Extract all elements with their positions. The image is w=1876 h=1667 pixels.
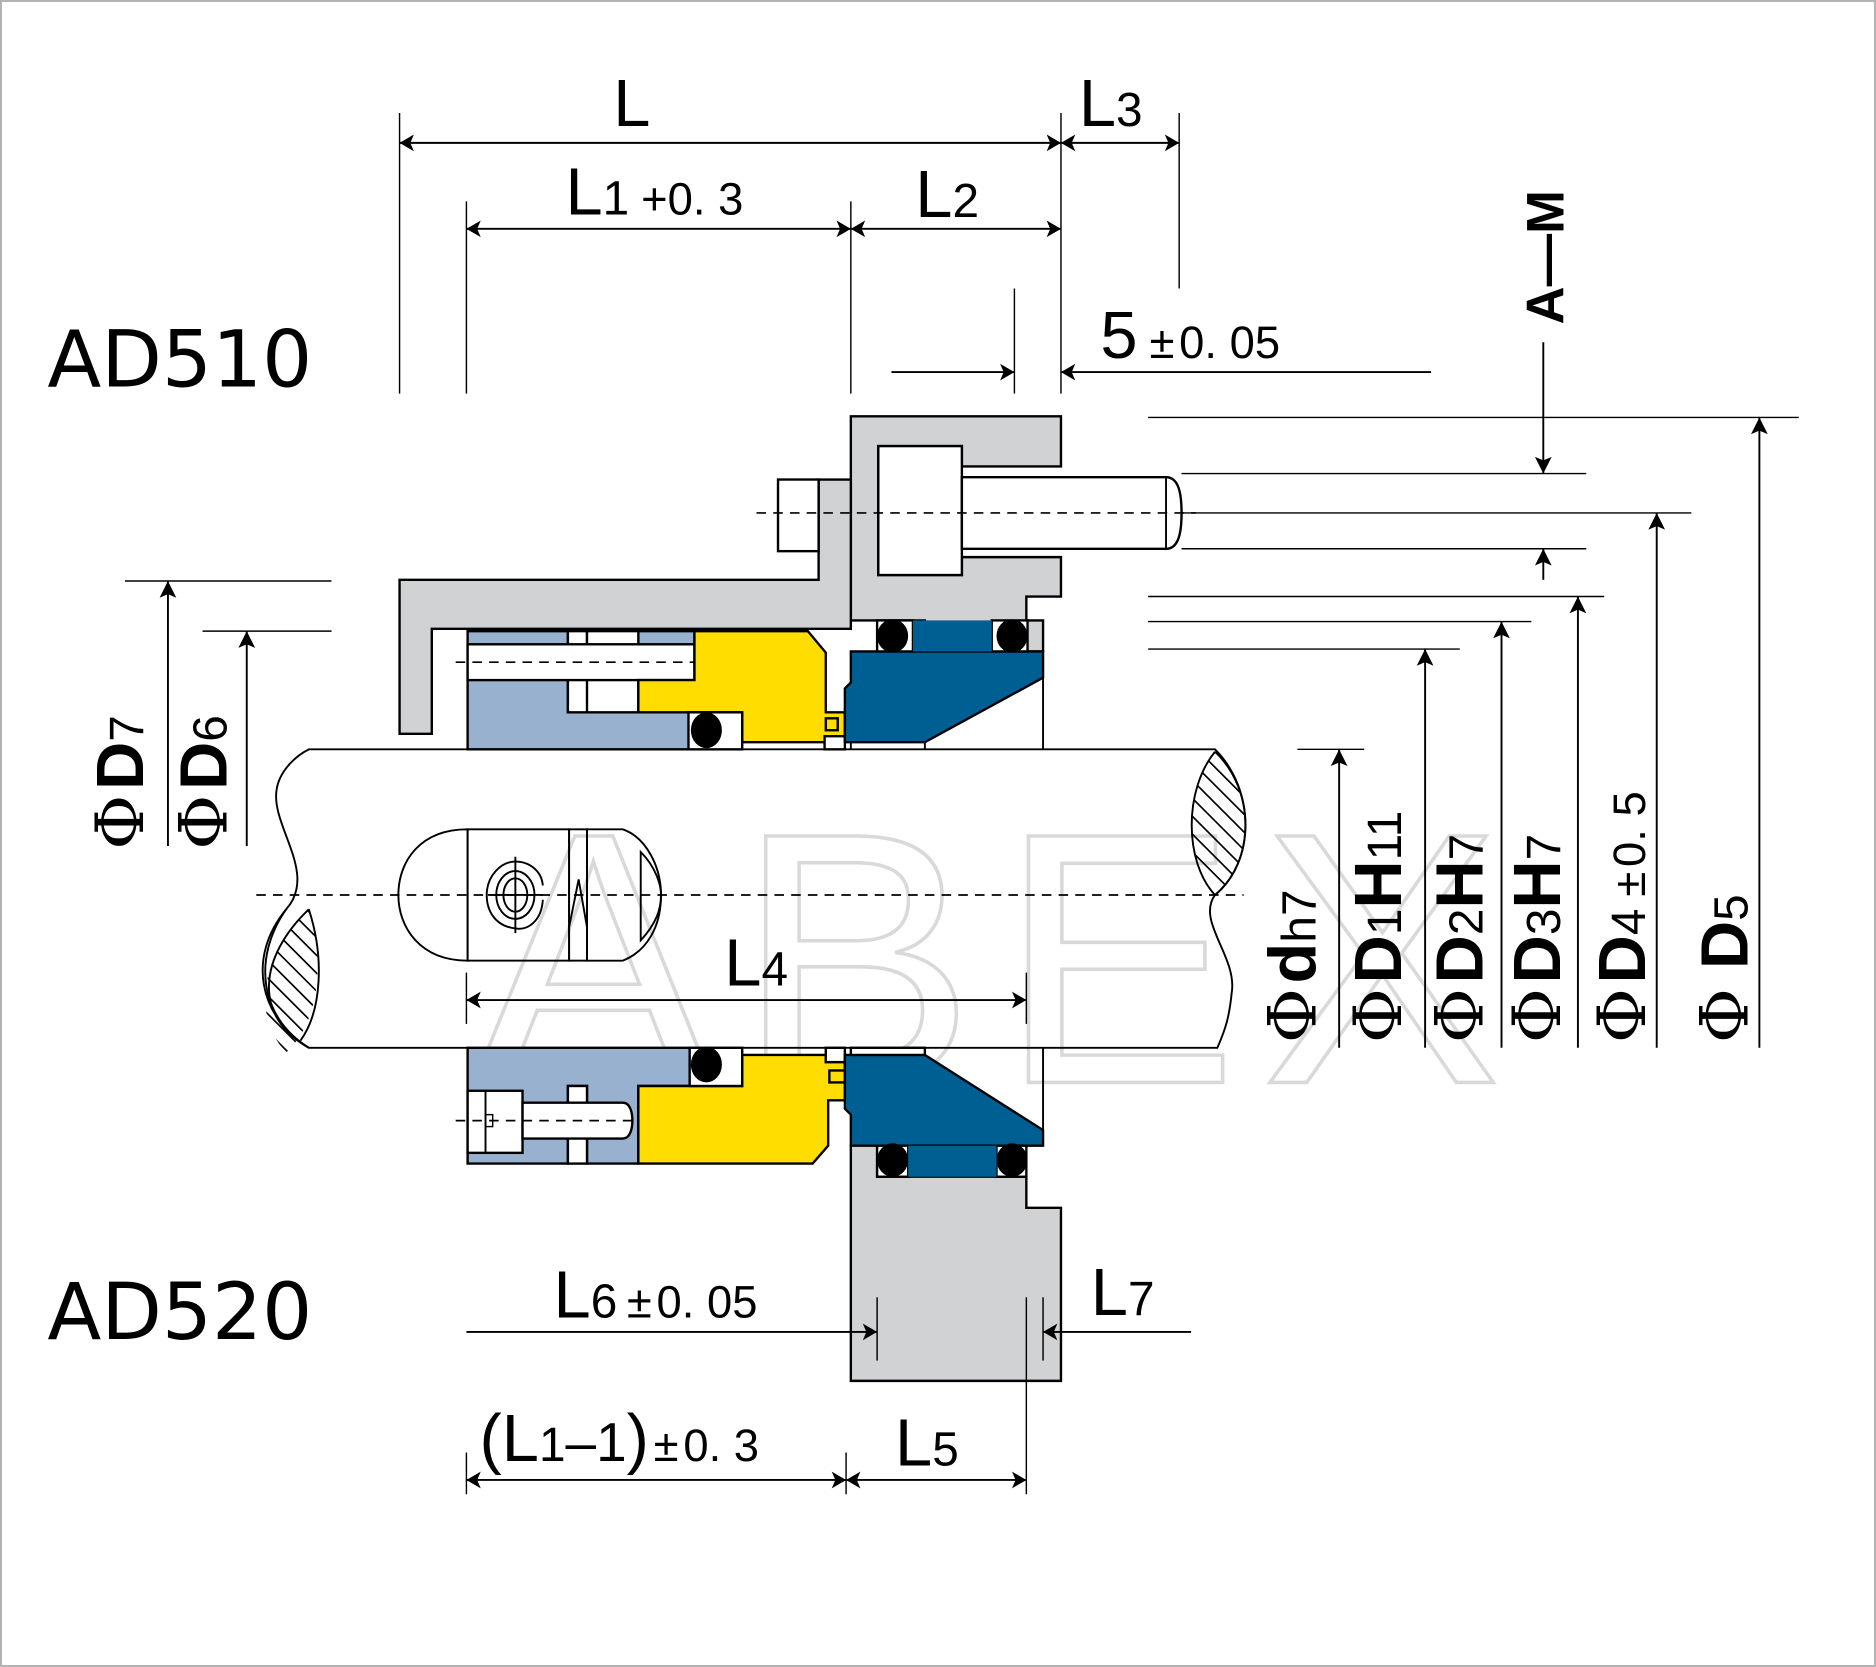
svg-text:L2: L2 (915, 157, 979, 232)
dim-label-L5: L5 (895, 1406, 959, 1481)
dimension-lines (124, 113, 1799, 1495)
model-label-ad520: AD520 (47, 1266, 312, 1358)
dim-label-L7: L7 (1091, 1255, 1155, 1330)
model-label-ad510: AD510 (47, 313, 312, 405)
shaft-hatch-left (265, 909, 318, 1053)
dim-label-L6: L6±0. 05 (554, 1258, 758, 1333)
dia-label-d: Φdh7 (1253, 889, 1331, 1043)
dim-label-L2: L2 (915, 157, 979, 232)
svg-text:L3: L3 (1079, 66, 1143, 141)
dia-label-D7: ΦD7 (81, 715, 159, 849)
stationary-seat-upper (843, 650, 1045, 744)
svg-text:ΦD5: ΦD5 (1685, 894, 1763, 1043)
svg-text:ΦD6: ΦD6 (164, 715, 242, 849)
svg-text:ΦD4±0. 5: ΦD4±0. 5 (1583, 791, 1661, 1043)
o-ring-seat-upper-1 (877, 619, 909, 653)
svg-text:5±0. 05: 5±0. 05 (1100, 298, 1280, 373)
dim-label-L1-minus-1: (L1–1)±0. 3 (480, 1401, 759, 1476)
dia-label-D4: ΦD4±0. 5 (1583, 791, 1661, 1043)
svg-text:L: L (613, 66, 650, 141)
o-ring-seat-lower-2 (996, 1143, 1028, 1177)
dim-label-L1: L1+0. 3 (566, 155, 744, 230)
svg-text:L4: L4 (724, 926, 788, 1001)
o-ring-seat-upper-2 (996, 619, 1028, 653)
svg-text:L5: L5 (895, 1406, 959, 1481)
svg-text:A—M: A—M (1517, 190, 1576, 324)
dia-label-D1: ΦD1H11 (1339, 811, 1417, 1043)
shaft (256, 748, 1247, 1053)
dim-label-L3: L3 (1079, 66, 1143, 141)
svg-text:(L1–1)±0. 3: (L1–1)±0. 3 (480, 1401, 759, 1476)
dia-label-D5: ΦD5 (1685, 894, 1763, 1043)
svg-text:L6±0. 05: L6±0. 05 (554, 1258, 758, 1333)
svg-text:ΦD1H11: ΦD1H11 (1339, 811, 1417, 1043)
dia-label-D2: ΦD2H7 (1420, 834, 1498, 1043)
dim-label-5: 5±0. 05 (1100, 298, 1280, 373)
dim-label-L: L (613, 66, 650, 141)
o-ring-rotating-upper (690, 712, 722, 749)
svg-text:L1+0. 3: L1+0. 3 (566, 155, 744, 230)
lower-assembly (455, 1046, 1063, 1383)
svg-text:ΦD7: ΦD7 (81, 715, 159, 849)
gland-ring-lower (849, 1144, 1063, 1383)
upper-assembly (398, 415, 1196, 751)
o-ring-rotating-lower (690, 1046, 722, 1083)
o-ring-seat-lower-1 (877, 1143, 909, 1177)
dim-label-A-M: A—M (1517, 190, 1576, 324)
keyway-detail (397, 828, 662, 962)
svg-text:L7: L7 (1091, 1255, 1155, 1330)
dia-label-D6: ΦD6 (164, 715, 242, 849)
bolt-head (776, 478, 820, 553)
svg-text:Φdh7: Φdh7 (1253, 889, 1331, 1043)
dia-label-D3: ΦD3H7 (1498, 834, 1576, 1043)
svg-text:ΦD3H7: ΦD3H7 (1498, 834, 1576, 1043)
dim-label-L4: L4 (724, 926, 788, 1001)
svg-text:ΦD2H7: ΦD2H7 (1420, 834, 1498, 1043)
